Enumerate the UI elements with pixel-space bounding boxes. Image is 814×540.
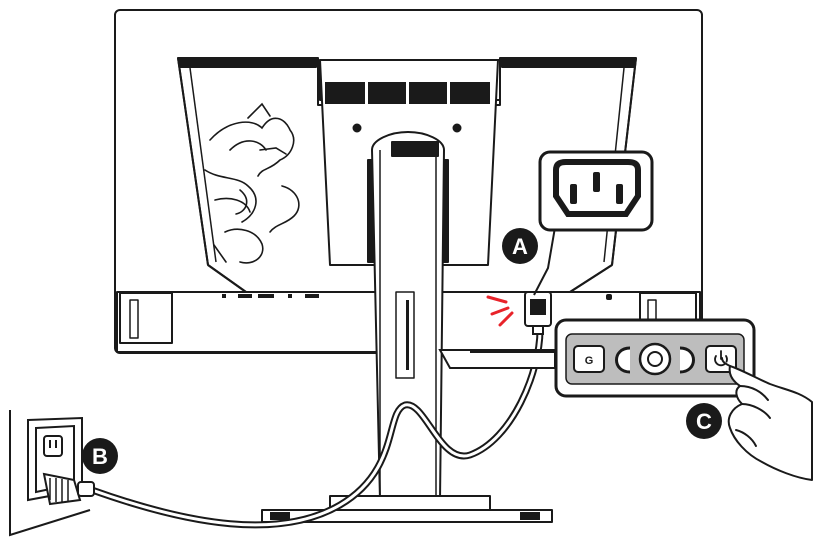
- callout-a: A: [502, 228, 538, 264]
- svg-text:G: G: [585, 355, 594, 367]
- hand-pressing-icon: [722, 358, 812, 480]
- callout-b-label: B: [92, 444, 108, 469]
- callout-c: C: [686, 403, 722, 439]
- callout-c-label: C: [696, 409, 712, 434]
- callout-b: B: [82, 438, 118, 474]
- right-rocker: [680, 348, 694, 372]
- callout-a-label: A: [512, 234, 528, 259]
- left-rocker: [617, 348, 631, 372]
- ac-power-socket-icon: [540, 152, 652, 230]
- power-plug-icon: [44, 474, 94, 504]
